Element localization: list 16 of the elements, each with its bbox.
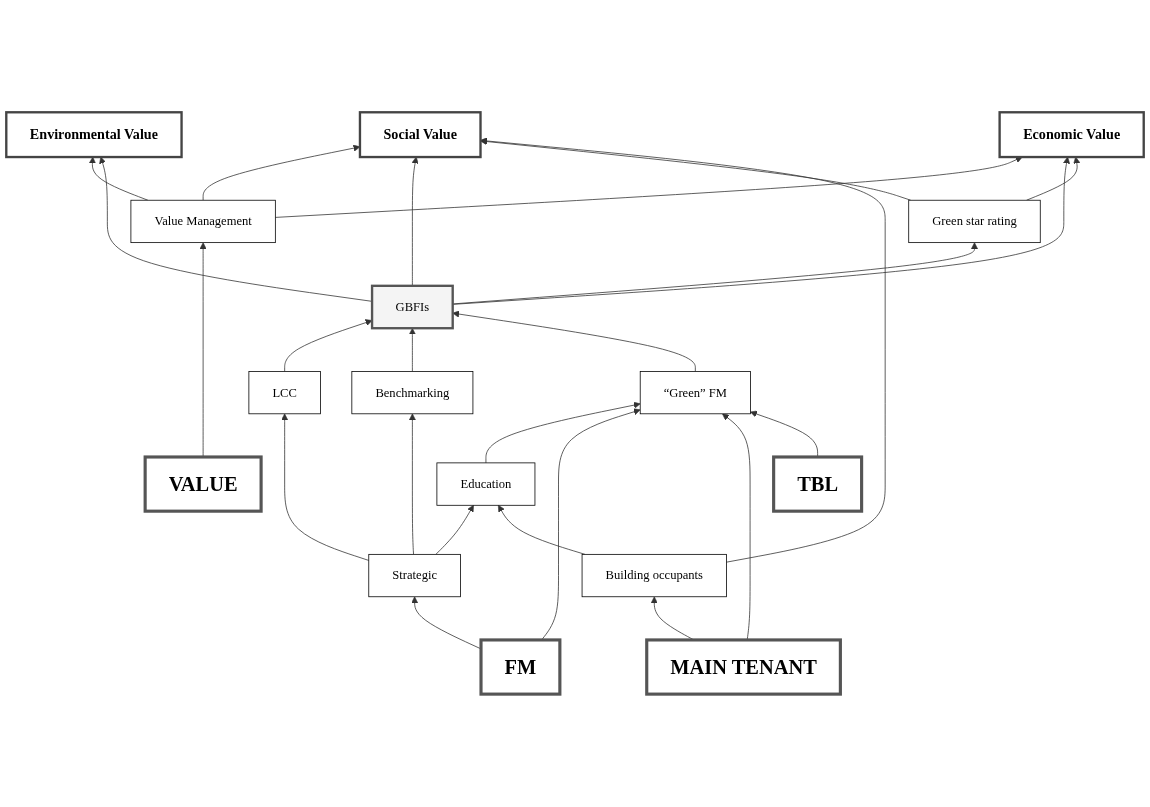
node-box: Benchmarking bbox=[351, 371, 474, 415]
node-box: Economic Value bbox=[998, 111, 1145, 159]
node-box: Building occupants bbox=[581, 554, 727, 598]
node-box: Green star rating bbox=[908, 200, 1041, 244]
node-box: “Green” FM bbox=[639, 371, 751, 415]
node-box: FM bbox=[479, 638, 562, 696]
node-box: Strategic bbox=[368, 554, 461, 598]
node-box: VALUE bbox=[143, 455, 263, 514]
node-box: LCC bbox=[248, 371, 321, 415]
node-box: Social Value bbox=[358, 111, 482, 159]
node-box: MAIN TENANT bbox=[645, 638, 842, 696]
node-box: GBFIs bbox=[370, 284, 454, 330]
node-box: Value Management bbox=[130, 200, 276, 244]
node-box: Education bbox=[436, 462, 536, 506]
node-box: Environmental Value bbox=[5, 111, 183, 159]
node-box: TBL bbox=[772, 455, 864, 514]
